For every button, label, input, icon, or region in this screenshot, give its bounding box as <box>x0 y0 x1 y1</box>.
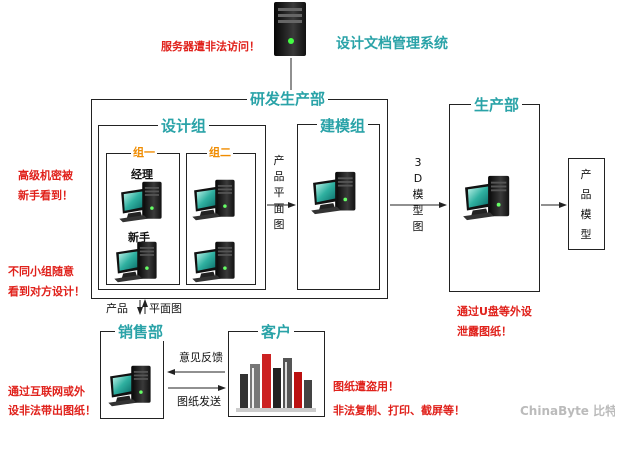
manager-label: 经理 <box>131 168 153 181</box>
warning-stolen-a: 图纸遭盗用！ <box>333 380 399 393</box>
drawing-send-label: 图纸发送 <box>177 395 221 408</box>
rd-dept-title: 研发生产部 <box>247 90 329 108</box>
rd-sales-label-right: 平面图 <box>149 302 182 315</box>
sales-dept-title: 销售部 <box>115 323 167 341</box>
production-dept-title: 生产部 <box>471 96 523 114</box>
warning-groups-b: 看到对方设计！ <box>8 285 85 298</box>
flow-design-to-model-label: 产品平面图 <box>273 154 285 231</box>
customer-title: 客户 <box>258 323 295 341</box>
warning-usb-a: 通过U盘等外设 <box>457 305 532 318</box>
buildings-icon <box>236 354 316 412</box>
warning-secret-b: 新手看到！ <box>18 189 73 202</box>
modeling-group-title: 建模组 <box>317 117 369 135</box>
subgroup-1-title: 组一 <box>131 146 157 160</box>
warning-stolen-b: 非法复制、打印、截屏等！ <box>333 404 465 417</box>
system-title: 设计文档管理系统 <box>333 35 451 53</box>
warning-internet-b: 设非法带出图纸！ <box>8 404 96 417</box>
watermark: ChinaByte 比特网 <box>520 404 615 418</box>
novice-label: 新手 <box>128 231 150 244</box>
warning-internet-a: 通过互联网或外 <box>8 385 85 398</box>
warning-secret-a: 高级机密被 <box>18 169 73 182</box>
warning-usb-b: 泄露图纸！ <box>457 325 512 338</box>
subgroup-2-title: 组二 <box>207 146 233 160</box>
rd-sales-label-left: 产品 <box>106 302 128 315</box>
server-warning: 服务器遭非法访问！ <box>161 40 260 53</box>
feedback-label: 意见反馈 <box>179 351 223 364</box>
flow-model-to-prod-label: 3D模型图 <box>412 156 424 233</box>
product-model-box <box>568 158 605 250</box>
design-group-title: 设计组 <box>158 117 210 135</box>
product-model-label: 产品模型 <box>580 168 592 241</box>
warning-groups-a: 不同小组随意 <box>8 265 74 278</box>
server-icon <box>274 2 306 56</box>
